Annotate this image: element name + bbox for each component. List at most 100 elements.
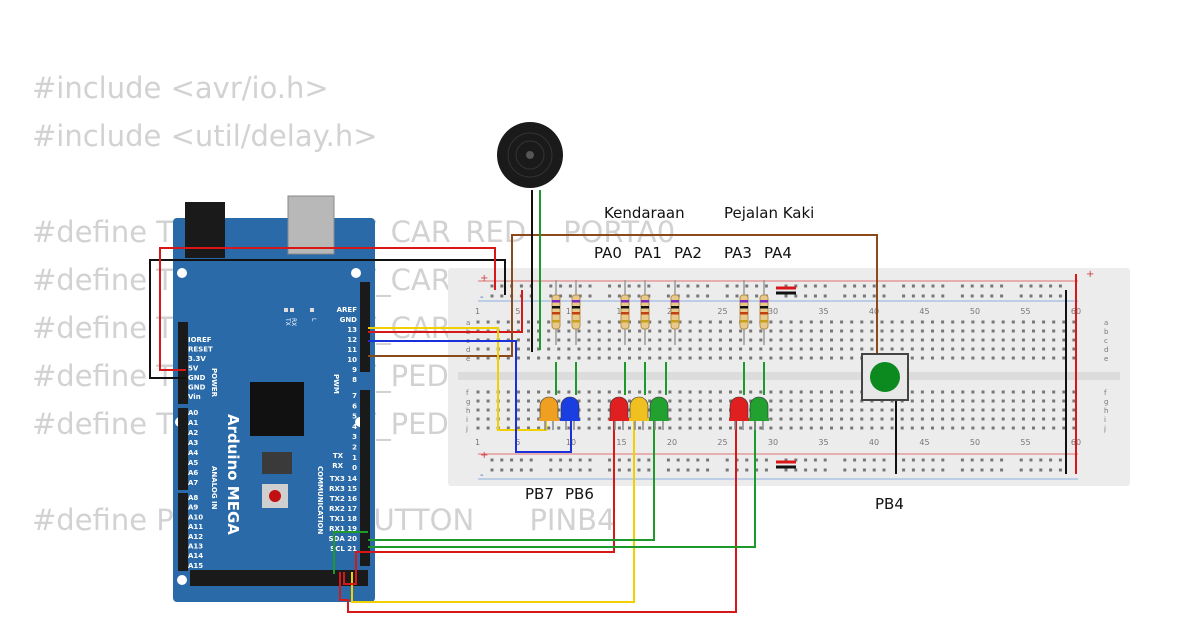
breadboard-hole [971, 408, 975, 412]
breadboard-hole [1042, 356, 1046, 360]
rail-hole [500, 284, 504, 288]
breadboard-hole [1062, 347, 1066, 351]
rail-hole [490, 294, 494, 298]
breadboard-hole [799, 347, 803, 351]
breadboard-hole [941, 408, 945, 412]
breadboard-hole [799, 426, 803, 430]
column-number: 30 [768, 438, 778, 447]
breadboard-hole [1062, 329, 1066, 333]
breadboard-hole [830, 338, 833, 342]
breadboard-hole [981, 426, 985, 430]
breadboard-hole [698, 356, 702, 360]
push-button[interactable] [861, 353, 909, 401]
breadboard-hole [698, 338, 702, 342]
column-number: 30 [768, 307, 778, 316]
column-number: 10 [566, 307, 576, 316]
row-letter: a [466, 319, 470, 327]
digital-pin-label: 9 [352, 366, 357, 374]
column-number: 40 [869, 307, 879, 316]
breadboard-hole [769, 390, 773, 394]
breadboard-hole [648, 338, 652, 342]
breadboard-hole [941, 347, 945, 351]
breadboard-hole [890, 417, 894, 421]
rail-hole [794, 458, 798, 462]
breadboard-hole [1052, 417, 1056, 421]
breadboard-hole [597, 356, 601, 360]
rail-hole [1019, 294, 1023, 298]
breadboard-hole [537, 338, 541, 342]
breadboard-hole [567, 329, 571, 333]
column-number: 45 [919, 307, 929, 316]
breadboard-hole [941, 417, 945, 421]
digital-pin-label: 10 [347, 356, 357, 364]
rail-hole [686, 294, 690, 298]
breadboard-hole [900, 426, 904, 430]
row-letter: i [1104, 416, 1106, 424]
breadboard-hole [729, 390, 732, 394]
breadboard-hole [698, 390, 702, 394]
breadboard-hole [617, 320, 621, 324]
breadboard-hole [951, 408, 955, 412]
breadboard-hole [931, 399, 934, 403]
resistor-band [621, 312, 629, 315]
rail-hole [510, 458, 514, 462]
column-number: 55 [1020, 307, 1030, 316]
breadboard-hole [516, 338, 520, 342]
breadboard-hole [931, 329, 934, 333]
led-body [560, 396, 580, 421]
breadboard-hole [1052, 320, 1056, 324]
rail-hole [549, 468, 553, 472]
breadboard-hole [961, 408, 965, 412]
breadboard-hole [628, 329, 631, 333]
rail-hole [608, 458, 612, 462]
breadboard-hole [587, 408, 591, 412]
breadboard-hole [991, 347, 995, 351]
breadboard-hole [557, 347, 561, 351]
pin-label-pb4: PB4 [875, 495, 904, 513]
breadboard-hole [698, 408, 702, 412]
breadboard-hole [1062, 426, 1066, 430]
breadboard-hole [850, 390, 854, 394]
breadboard-hole [991, 329, 995, 333]
breadboard-hole [779, 347, 783, 351]
rail-hole [882, 458, 886, 462]
breadboard-hole [971, 338, 975, 342]
breadboard-hole [840, 320, 844, 324]
breadboard-hole [557, 426, 561, 430]
breadboard-hole [779, 390, 783, 394]
breadboard-hole [759, 426, 763, 430]
breadboard-hole [718, 356, 722, 360]
resistor-band [572, 320, 580, 323]
rail-hole [843, 284, 847, 288]
breadboard-hole [890, 329, 894, 333]
rail-hole [1000, 458, 1004, 462]
breadboard-hole [910, 329, 914, 333]
breadboard-hole [1032, 347, 1035, 351]
breadboard-hole [830, 408, 833, 412]
reset-button-cap[interactable] [269, 490, 281, 502]
breadboard-hole [880, 320, 884, 324]
breadboard-hole [1021, 356, 1025, 360]
breadboard-hole [749, 399, 753, 403]
breadboard-hole [769, 338, 773, 342]
rail-hole [617, 284, 621, 288]
breadboard-hole [718, 347, 722, 351]
breadboard-hole [739, 329, 743, 333]
rail-hole [1019, 284, 1023, 288]
wire-brown-button [368, 234, 878, 357]
breadboard-hole [941, 338, 945, 342]
push-button-cap[interactable] [870, 362, 900, 392]
breadboard-hole [739, 390, 743, 394]
breadboard-hole [547, 320, 551, 324]
rail-hole [960, 458, 964, 462]
breadboard-hole [658, 356, 662, 360]
analog-pin-label: A3 [188, 439, 198, 447]
pin-label-pa2: PA2 [674, 244, 702, 262]
rail-hole [1019, 458, 1023, 462]
breadboard-hole [698, 320, 702, 324]
breadboard-hole [577, 426, 581, 430]
breadboard-hole [547, 390, 551, 394]
breadboard-hole [931, 338, 934, 342]
breadboard-hole [476, 320, 480, 324]
resistor-band [671, 320, 679, 323]
